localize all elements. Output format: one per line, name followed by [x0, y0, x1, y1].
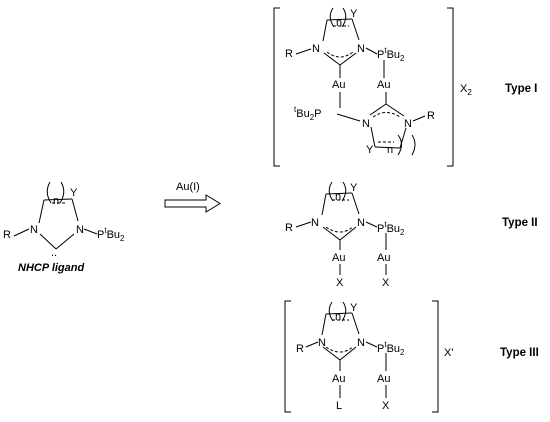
type-iii-n-left: N	[318, 337, 326, 349]
type-iii-phosphine: PtBu2	[377, 340, 405, 357]
nitrogen-right: N	[76, 224, 84, 236]
type-i-lower-n-left: N	[362, 118, 370, 130]
type-iii-l: L	[336, 400, 342, 412]
type-i-label: Type I	[505, 83, 537, 95]
type-ii-x-left: X	[336, 277, 344, 289]
type-i-au-left: Au	[332, 79, 345, 91]
type-i-upper-n-left: N	[312, 43, 320, 55]
type-ii-phosphine: PtBu2	[377, 220, 405, 237]
type-i-upper-y: Y	[350, 8, 358, 20]
type-iii-au-left: Au	[332, 373, 345, 385]
type-ii-x-right: X	[382, 277, 390, 289]
type-iii-counterion: X'	[444, 347, 453, 359]
type-i-complex: n Y N N R PtBu2 Au Au n Y N N R tBu2P X2	[273, 7, 472, 167]
reaction-arrow	[164, 194, 221, 213]
type-iii-au-right: Au	[377, 373, 390, 385]
type-i-lower-n: n	[387, 144, 393, 156]
type-iii-n-right: N	[357, 337, 365, 349]
type-i-lower-phosphine: tBu2P	[294, 105, 322, 122]
type-ii-n-left: N	[311, 217, 319, 229]
type-i-lower-n-right: N	[404, 118, 412, 130]
type-i-upper-n-right: N	[357, 43, 365, 55]
type-i-upper-phosphine: PtBu2	[377, 46, 405, 63]
type-iii-complex: n Y N N R PtBu2 Au Au L X X'	[284, 300, 453, 413]
type-ii-au-left: Au	[332, 252, 345, 264]
type-ii-label: Type II	[502, 217, 538, 229]
reagent-label: Au(I)	[176, 181, 200, 193]
type-ii-n: n	[335, 191, 341, 203]
type-i-upper-n: n	[336, 17, 342, 29]
type-ii-complex: n Y N N R PtBu2 Au Au X X	[285, 181, 405, 289]
carbene-lone-pair: ..	[51, 247, 57, 259]
type-iii-r: R	[296, 343, 304, 355]
type-iii-n: n	[335, 311, 341, 323]
type-iii-x: X	[382, 400, 390, 412]
ligand-name: NHCP ligand	[18, 262, 84, 274]
type-iii-label: Type III	[500, 347, 539, 359]
type-ii-y: Y	[350, 182, 358, 194]
ring-atom-y: Y	[70, 187, 78, 199]
type-ii-au-right: Au	[377, 252, 390, 264]
phosphine-group: PtBu2	[97, 226, 125, 243]
type-i-upper-r: R	[285, 48, 293, 60]
type-i-counterion: X2	[460, 83, 472, 97]
type-i-au-right: Au	[377, 79, 390, 91]
type-i-lower-y: Y	[366, 144, 374, 156]
ring-size-n: n	[53, 195, 59, 207]
type-i-lower-r: R	[427, 110, 435, 122]
nitrogen-left: N	[30, 224, 38, 236]
type-ii-n-right: N	[357, 217, 365, 229]
type-ii-r: R	[285, 222, 293, 234]
type-iii-y: Y	[350, 302, 358, 314]
nhcp-ligand-structure: n Y N N R .. PtBu2	[3, 181, 125, 259]
r-group: R	[3, 229, 11, 241]
